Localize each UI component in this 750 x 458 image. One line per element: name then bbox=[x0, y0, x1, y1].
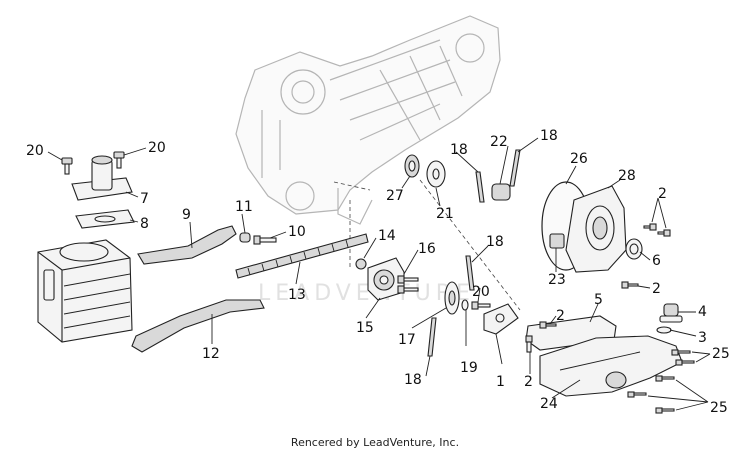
crankcase bbox=[235, 15, 501, 225]
timing-chain bbox=[235, 233, 369, 279]
filler-cap-4 bbox=[659, 303, 683, 323]
bolt-2-a bbox=[643, 223, 671, 237]
bolts-25-upper bbox=[671, 349, 695, 366]
oil-seal-6 bbox=[625, 238, 643, 260]
washer-19 bbox=[461, 299, 469, 311]
callout-3: 3 bbox=[698, 330, 707, 346]
tensioner-gasket bbox=[75, 209, 135, 229]
footer-credit: Rencered by LeadVenture, Inc. bbox=[290, 436, 460, 449]
callout-18-bottom: 18 bbox=[404, 372, 422, 388]
chain-guide-lower bbox=[131, 299, 265, 353]
callout-2-cover: 2 bbox=[556, 308, 565, 324]
callout-2-low: 2 bbox=[524, 374, 533, 390]
callout-8: 8 bbox=[140, 216, 149, 232]
callout-22: 22 bbox=[490, 134, 508, 150]
chain-guide-upper bbox=[137, 225, 237, 265]
callout-13: 13 bbox=[288, 287, 306, 303]
plate-23 bbox=[549, 233, 565, 249]
callout-19: 19 bbox=[460, 360, 478, 376]
plug-22 bbox=[491, 183, 511, 201]
callout-12: 12 bbox=[202, 346, 220, 362]
callout-14: 14 bbox=[378, 228, 396, 244]
callout-20-pump: 20 bbox=[472, 284, 490, 300]
callout-18-top-right: 18 bbox=[540, 128, 558, 144]
watermark-text: LEADVENTURE bbox=[258, 281, 475, 306]
stud-18-d bbox=[509, 149, 521, 187]
callout-20-right: 20 bbox=[148, 140, 166, 156]
callout-labels: 20 20 7 8 9 11 10 14 13 16 15 12 18 18 1… bbox=[26, 128, 730, 416]
cylinder bbox=[37, 239, 133, 343]
callout-1: 1 bbox=[496, 374, 505, 390]
spacer-11 bbox=[239, 232, 251, 243]
callout-9: 9 bbox=[182, 207, 191, 223]
washer-21 bbox=[426, 160, 446, 188]
callout-2-mid: 2 bbox=[652, 281, 661, 297]
callout-4: 4 bbox=[698, 304, 707, 320]
stud-18-c bbox=[475, 171, 485, 203]
oil-pump bbox=[367, 257, 405, 301]
pin-14 bbox=[355, 258, 367, 270]
callout-7: 7 bbox=[140, 191, 149, 207]
oring-3 bbox=[656, 326, 672, 334]
callout-10: 10 bbox=[288, 224, 306, 240]
callout-2-top: 2 bbox=[658, 186, 667, 202]
callout-26: 26 bbox=[570, 151, 588, 167]
bolt-20-pump bbox=[471, 301, 491, 310]
cover-24 bbox=[539, 335, 683, 397]
gear-27 bbox=[404, 154, 420, 178]
callout-27: 27 bbox=[386, 188, 404, 204]
callout-21: 21 bbox=[436, 206, 454, 222]
bolt-2-c bbox=[525, 321, 557, 353]
callout-17: 17 bbox=[398, 332, 416, 348]
bolt-10 bbox=[253, 235, 277, 245]
bolt-16 bbox=[397, 275, 419, 294]
bolt-20-left bbox=[61, 157, 73, 175]
callout-25-lower: 25 bbox=[710, 400, 728, 416]
callout-6: 6 bbox=[652, 253, 661, 269]
callout-5: 5 bbox=[594, 292, 603, 308]
stud-18-b bbox=[427, 317, 437, 357]
clutch-cover-28 bbox=[565, 185, 627, 273]
callout-18-top-left: 18 bbox=[450, 142, 468, 158]
callout-25-upper: 25 bbox=[712, 346, 730, 362]
bolt-2-b bbox=[621, 281, 639, 289]
callout-16: 16 bbox=[418, 241, 436, 257]
callout-24: 24 bbox=[540, 396, 558, 412]
stud-18-a bbox=[465, 255, 475, 291]
pump-cover bbox=[483, 303, 519, 335]
callout-23: 23 bbox=[548, 272, 566, 288]
bolt-20-right bbox=[113, 151, 125, 169]
callout-18-center: 18 bbox=[486, 234, 504, 250]
callout-11: 11 bbox=[235, 199, 253, 215]
callout-20-left: 20 bbox=[26, 143, 44, 159]
callout-15: 15 bbox=[356, 320, 374, 336]
oil-pump-sprocket bbox=[444, 281, 460, 315]
bolts-25-lower bbox=[627, 375, 675, 414]
leader-lines bbox=[47, 137, 711, 411]
chain-tensioner bbox=[71, 155, 133, 201]
callout-28: 28 bbox=[618, 168, 636, 184]
